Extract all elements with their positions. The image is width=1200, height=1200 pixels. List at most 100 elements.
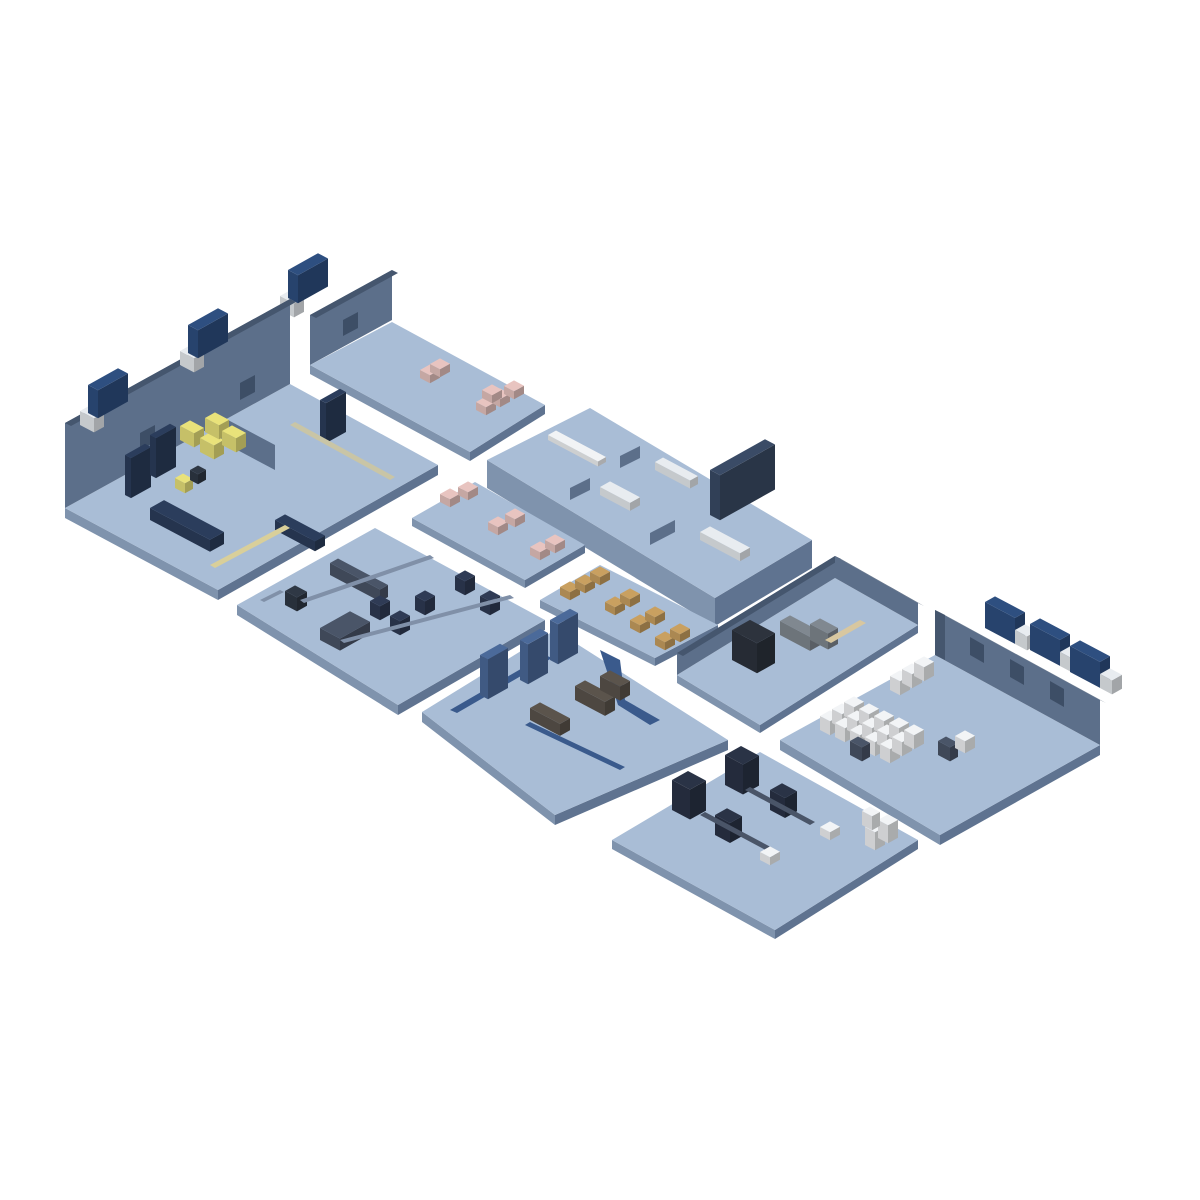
pink-pallet bbox=[505, 508, 525, 520]
gantry bbox=[320, 388, 346, 404]
processing-machine-front bbox=[150, 508, 210, 552]
cardboard-box bbox=[620, 588, 640, 600]
control-desk-side bbox=[740, 547, 750, 562]
cabinet bbox=[480, 590, 500, 602]
pink-pallet-front bbox=[505, 514, 515, 528]
dock-door bbox=[240, 375, 255, 400]
truck-cab-front bbox=[1060, 652, 1072, 673]
forklift bbox=[190, 465, 206, 475]
wall-top bbox=[835, 556, 924, 606]
truck-cargo bbox=[985, 596, 1025, 618]
packaging-station bbox=[672, 771, 706, 790]
truck-cargo-side bbox=[198, 313, 228, 359]
meeting-table bbox=[548, 430, 606, 462]
machine-cabinet-front bbox=[732, 630, 757, 674]
pink-pallet-side bbox=[498, 521, 508, 536]
floor-right-side bbox=[555, 740, 728, 825]
pink-pallet-front bbox=[530, 547, 540, 561]
pink-pallet bbox=[458, 481, 478, 493]
gantry-side bbox=[131, 446, 151, 499]
cardboard-box-side bbox=[600, 571, 610, 586]
cardboard-box-front bbox=[590, 572, 600, 586]
white-pallet-front bbox=[914, 662, 924, 682]
pink-pallet bbox=[488, 516, 508, 528]
floor-left-side bbox=[487, 460, 715, 626]
zone-machining bbox=[677, 556, 924, 733]
grinder-front bbox=[780, 621, 810, 651]
floor-left-side bbox=[237, 605, 398, 715]
white-pallet bbox=[862, 806, 880, 817]
forklift bbox=[850, 736, 870, 748]
white-pallet bbox=[874, 710, 894, 722]
floor-top bbox=[310, 322, 545, 452]
packing-machine-side bbox=[605, 696, 615, 716]
gantry-front bbox=[150, 435, 156, 479]
white-pallet bbox=[914, 656, 934, 668]
gantry bbox=[550, 608, 578, 625]
gantry-front bbox=[550, 620, 558, 665]
processing-machine bbox=[150, 500, 224, 540]
cabinet bbox=[370, 595, 390, 607]
cardboard-box-side bbox=[655, 611, 665, 626]
pink-pallet-front bbox=[504, 386, 514, 400]
truck-cargo-front bbox=[88, 385, 98, 419]
pink-pallet bbox=[440, 488, 460, 500]
truck-cab-front bbox=[1100, 674, 1112, 695]
packing-machine bbox=[575, 680, 615, 702]
white-pallet bbox=[878, 814, 898, 826]
packing-machine-front bbox=[600, 676, 620, 701]
white-pallet bbox=[844, 696, 864, 708]
cardboard-box-side bbox=[630, 593, 640, 608]
control-desk bbox=[700, 526, 750, 554]
gantry bbox=[125, 443, 151, 459]
workbench bbox=[655, 457, 698, 481]
pink-pallet-front bbox=[488, 522, 498, 536]
pink-pallet-side bbox=[450, 493, 460, 508]
white-pallet-side bbox=[924, 661, 934, 682]
floor-right-side bbox=[218, 465, 438, 600]
floor-left-side bbox=[422, 712, 555, 825]
forklift-side bbox=[198, 469, 206, 485]
display-wall-front bbox=[710, 470, 720, 521]
cardboard-box bbox=[590, 566, 610, 578]
pink-pallet-side bbox=[500, 393, 510, 408]
floor-left-side bbox=[412, 518, 525, 588]
white-pallet-front bbox=[820, 827, 830, 841]
partition bbox=[620, 446, 640, 468]
white-pallet-front bbox=[820, 716, 830, 736]
packing-machine bbox=[600, 670, 630, 687]
zone-packing bbox=[612, 746, 918, 939]
packing-machine-front bbox=[575, 686, 605, 716]
floor-right-side bbox=[940, 745, 1100, 845]
white-pallet-front bbox=[892, 737, 902, 757]
wood-plank bbox=[825, 620, 866, 643]
desk bbox=[600, 481, 640, 503]
zone-buffer-storage bbox=[412, 481, 585, 588]
yellow-bale-front bbox=[200, 438, 214, 460]
desk-side bbox=[630, 497, 640, 511]
forklift-side bbox=[862, 742, 870, 762]
pink-pallet-front bbox=[458, 487, 468, 501]
white-pallet-front bbox=[904, 730, 914, 750]
packing-machine bbox=[530, 702, 570, 724]
dock-door bbox=[1050, 681, 1064, 707]
floor-top bbox=[677, 578, 918, 725]
cardboard-box bbox=[645, 606, 665, 618]
truck-cab-front bbox=[180, 351, 194, 373]
gantry-side bbox=[156, 426, 176, 479]
floor-left-side bbox=[310, 365, 470, 461]
floor-right-side bbox=[715, 540, 812, 626]
wall-top bbox=[677, 556, 841, 656]
forklift bbox=[938, 736, 958, 748]
floor-right-side bbox=[525, 545, 585, 588]
zone-warehouse bbox=[780, 596, 1122, 845]
pink-pallet bbox=[430, 358, 450, 370]
cardboard-box-front bbox=[605, 602, 615, 616]
processing-unit bbox=[320, 611, 370, 639]
partition bbox=[570, 478, 590, 500]
white-pallet-front bbox=[880, 744, 890, 764]
cardboard-box-side bbox=[665, 636, 675, 651]
pink-pallet-front bbox=[430, 364, 440, 378]
cardboard-box-front bbox=[560, 587, 570, 601]
truck-cab-side bbox=[194, 352, 204, 373]
